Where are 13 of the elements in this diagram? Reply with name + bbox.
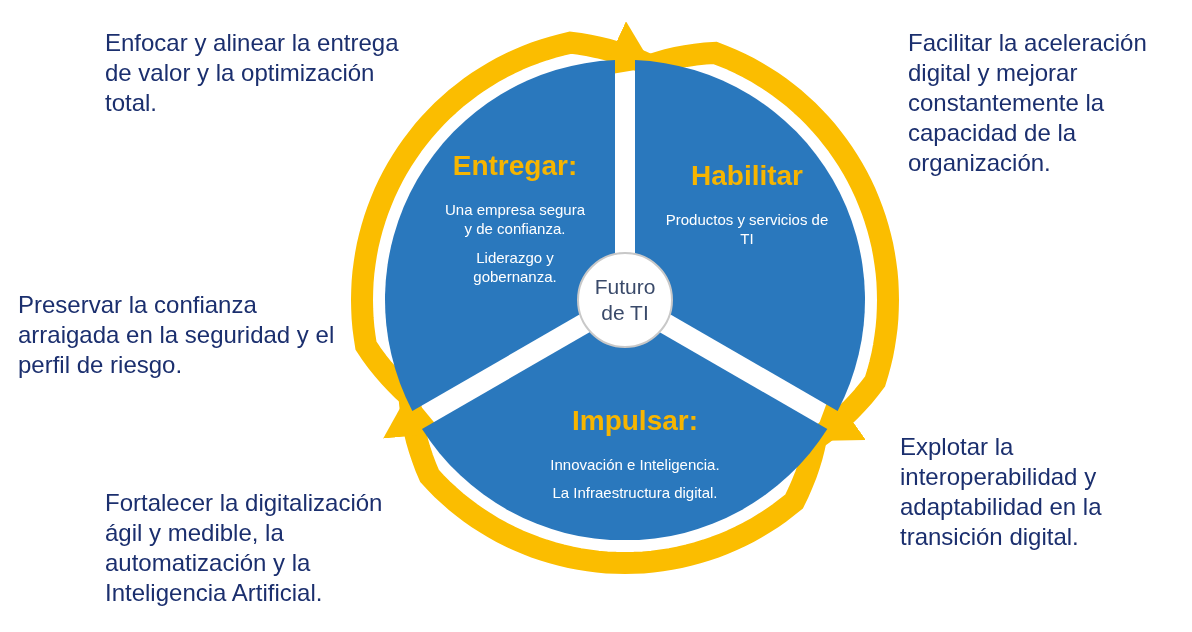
description-text: Fortalecer la digitalización ágil y medible, la automatización y la Inteligencia Artificial. [105, 488, 384, 608]
segment-text: La Infraestructura digital. [551, 483, 719, 502]
description-text: Explotar la interoperabilidad y adaptabilidad en la transición digital. [900, 432, 1103, 552]
description-text: Enfocar y alinear la entrega de valor y la optimización total. [105, 28, 400, 118]
segment-text: Productos y servicios de TI [664, 210, 830, 248]
segment-heading: Impulsar: [571, 405, 698, 437]
segment-text: Innovación e Inteligencia. [549, 455, 721, 474]
description-text: Facilitar la aceleración digital y mejorar constantemente la capacidad de la organización. [908, 28, 1148, 178]
segment-text: Liderazgo y gobernanza. [472, 248, 558, 286]
segment-heading: Entregar: [452, 150, 578, 182]
description-text: Preservar la confianza arraigada en la seguridad y el perfil de riesgo. [18, 290, 336, 380]
segment-heading: Habilitar [691, 160, 803, 192]
segment-text: Una empresa segura y de confianza. [443, 200, 587, 238]
